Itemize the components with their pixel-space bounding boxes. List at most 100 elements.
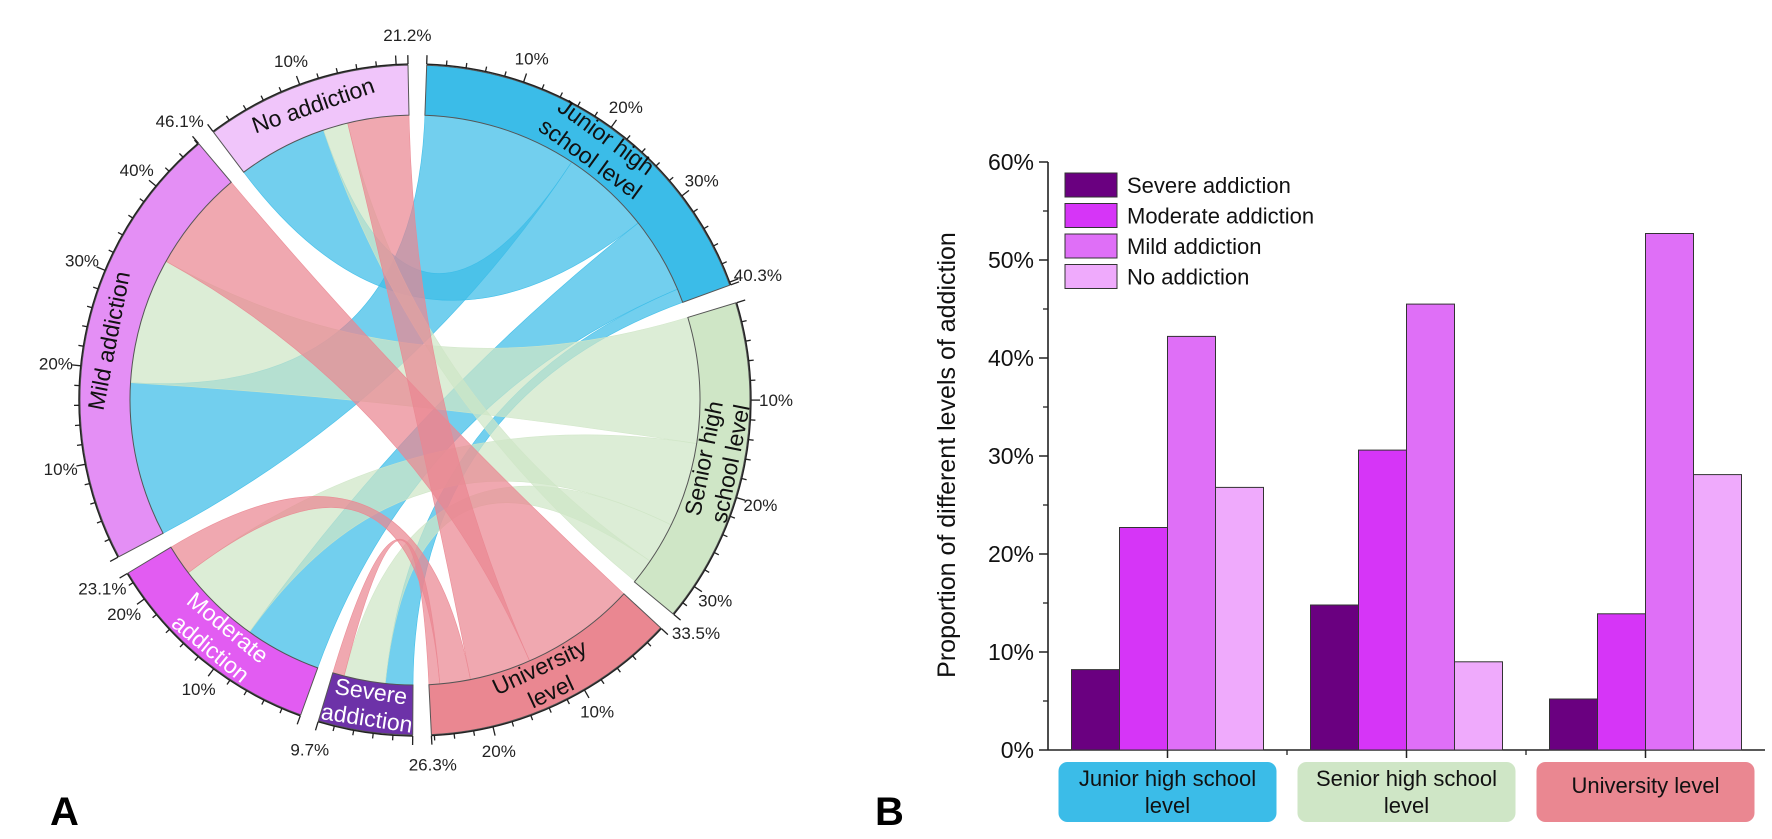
chord-ribbons <box>129 114 701 686</box>
tick-label-university: 10% <box>580 703 614 722</box>
y-tick-label: 60% <box>988 149 1034 175</box>
arc-junior <box>424 64 731 303</box>
tick-mark <box>128 214 133 219</box>
tick-mark <box>96 520 102 524</box>
bar-moderate-addiction-senior-high-school-level <box>1358 449 1407 751</box>
tick-mark <box>616 667 621 673</box>
bar-severe-addiction-university-level <box>1549 698 1598 751</box>
tick-mark <box>681 189 690 197</box>
panel-letter-b: B <box>875 790 904 834</box>
axis-line-mild <box>78 142 199 558</box>
tick-mark <box>729 278 739 283</box>
tick-mark <box>682 602 688 607</box>
category-box-senior-high-school-level <box>1297 762 1516 822</box>
tick-mark <box>355 63 358 70</box>
tick-mark <box>96 266 106 271</box>
tick-mark <box>721 261 727 265</box>
tick-label-none: 10% <box>274 52 308 71</box>
tick-mark <box>541 84 545 90</box>
tick-mark <box>371 733 374 739</box>
tick-mark <box>165 628 170 634</box>
tick-mark <box>559 92 563 98</box>
axis-line-senior <box>673 302 752 615</box>
tick-mark <box>136 598 145 605</box>
tick-mark <box>660 628 669 636</box>
tick-mark <box>193 139 199 145</box>
bar-no-addiction-junior-high-school-level <box>1215 486 1264 751</box>
category-box-university-level <box>1536 762 1755 822</box>
tick-mark <box>261 699 265 705</box>
bar-chart: 0%10%20%30%40%50%60%Proportion of differ… <box>933 149 1765 822</box>
tick-mark <box>704 569 710 573</box>
tick-mark <box>730 281 740 286</box>
bar-severe-addiction-senior-high-school-level <box>1310 604 1359 751</box>
tick-mark <box>84 482 90 486</box>
total-label-none: 21.2% <box>383 26 431 45</box>
tick-mark <box>548 707 552 713</box>
tick-mark <box>655 162 661 167</box>
tick-mark <box>577 101 581 107</box>
tick-label-mild: 10% <box>44 460 78 479</box>
bar-mild-addiction-junior-high-school-level <box>1167 335 1216 751</box>
tick-mark <box>729 515 736 519</box>
tick-mark <box>314 721 319 731</box>
category-label: level <box>1384 793 1429 818</box>
tick-label-junior: 10% <box>515 49 549 68</box>
tick-mark <box>668 176 674 181</box>
tick-mark <box>511 721 515 727</box>
y-tick-label: 20% <box>988 541 1034 567</box>
tick-label-mild: 40% <box>120 161 154 180</box>
tick-mark <box>610 119 618 128</box>
total-label-junior: 40.3% <box>734 266 782 285</box>
tick-mark <box>82 325 88 328</box>
tick-mark <box>296 715 301 725</box>
tick-mark <box>600 679 605 685</box>
bar-no-addiction-university-level <box>1693 474 1742 751</box>
total-label-severe: 9.7% <box>290 741 329 760</box>
tick-mark <box>745 458 751 461</box>
category-box-junior-high-school-level <box>1058 762 1277 822</box>
y-tick-label: 40% <box>988 345 1034 371</box>
legend-label-no-addiction: No addiction <box>1127 265 1249 290</box>
tick-mark <box>626 134 631 140</box>
tick-label-senior: 30% <box>698 592 732 611</box>
tick-mark <box>693 208 698 213</box>
category-label: Junior high school <box>1079 766 1256 791</box>
tick-mark <box>278 86 282 93</box>
tick-mark <box>703 225 709 230</box>
category-label: level <box>1145 793 1190 818</box>
tick-mark <box>647 642 652 647</box>
legend-swatch-severe-addiction <box>1064 172 1118 198</box>
axis-line-none <box>212 63 409 133</box>
tick-label-mild: 20% <box>39 354 73 373</box>
tick-mark <box>583 689 590 699</box>
tick-mark <box>748 359 754 362</box>
legend-label-severe-addiction: Severe addiction <box>1127 173 1291 198</box>
tick-mark <box>736 496 746 501</box>
tick-mark <box>179 643 184 648</box>
tick-mark <box>484 66 488 72</box>
tick-mark <box>260 95 264 101</box>
tick-mark <box>104 538 110 543</box>
tick-mark <box>352 730 355 736</box>
tick-mark <box>225 115 230 121</box>
tick-mark <box>714 552 720 556</box>
tick-mark <box>71 364 81 367</box>
tick-mark <box>492 726 496 736</box>
legend-label-moderate-addiction: Moderate addiction <box>1127 204 1314 229</box>
tick-mark <box>76 444 83 447</box>
tick-label-junior: 20% <box>609 98 643 117</box>
tick-mark <box>207 668 215 677</box>
tick-label-mild: 30% <box>65 252 99 271</box>
tick-label-moderate: 10% <box>182 680 216 699</box>
tick-mark <box>632 655 637 661</box>
tick-label-junior: 30% <box>685 172 719 191</box>
tick-mark <box>736 299 746 304</box>
y-axis-label: Proportion of different levels of addict… <box>933 232 961 678</box>
legend-swatch-mild-addiction <box>1064 233 1118 259</box>
tick-mark <box>332 726 335 732</box>
tick-mark <box>279 708 283 714</box>
tick-mark <box>522 73 528 83</box>
